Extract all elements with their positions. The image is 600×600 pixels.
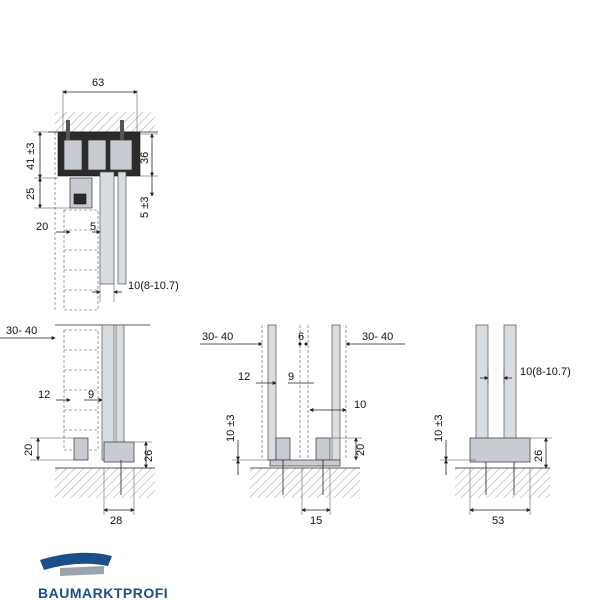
dim-glass-thickness-right: 10(8-10.7) [520, 366, 571, 378]
dim-26-left: 26 [143, 450, 155, 462]
ceiling-hatch [55, 112, 155, 132]
dim-20: 20 [36, 221, 48, 233]
left-floor-view: 30- 40 12 9 20 26 28 [0, 324, 155, 527]
floor-guide-mid-a [275, 437, 291, 461]
dim-20-left: 20 [23, 444, 35, 456]
floor-rail-right [469, 437, 531, 463]
dim-5-tol: 5 ±3 [139, 197, 151, 218]
dim-10-tol-right: 10 ±3 [433, 415, 445, 442]
logo-text: BAUMARKTPROFI [38, 585, 168, 600]
dim-glass-thickness-top: 10(8-10.7) [128, 280, 179, 292]
floor-hatch-mid [250, 468, 360, 498]
dim-wall-gap-mid-left: 30- 40 [202, 331, 233, 343]
dim-wall-gap-left: 30- 40 [6, 325, 37, 337]
dim-53: 53 [492, 515, 504, 527]
floor-hatch-right [455, 468, 550, 498]
dim-28: 28 [110, 515, 122, 527]
dim-6-mid: 6 [298, 331, 304, 343]
dim-15: 15 [310, 515, 322, 527]
glass-panel-2 [117, 171, 127, 285]
dim-41: 41 ±3 [25, 143, 37, 170]
brand-logo: BAUMARKTPROFI [38, 552, 168, 600]
dim-9-left: 9 [88, 389, 94, 401]
dim-36: 36 [139, 152, 151, 164]
glass-panel-left-a [101, 324, 115, 461]
floor-rail-left [103, 441, 135, 463]
floor-guide-left [73, 437, 89, 461]
dim-25: 25 [25, 188, 37, 200]
floor-guide-mid-b [315, 437, 331, 461]
dim-9-mid: 9 [288, 371, 294, 383]
glass-panel-1 [99, 171, 115, 285]
dim-10-tol-mid: 10 ±3 [225, 415, 237, 442]
dim-10-mid: 10 [354, 399, 366, 411]
dim-wall-gap-mid-right: 30- 40 [362, 331, 393, 343]
floor-hatch-left [55, 468, 155, 498]
top-section-view: 63 41 ±3 25 36 5 ±3 20 5 10(8-10.7) [25, 77, 179, 311]
middle-floor-view: 30- 40 6 30- 40 12 9 10 10 ±3 20 15 [200, 324, 405, 527]
glass-panel-left-b [115, 324, 125, 461]
dim-20-mid: 20 [355, 444, 367, 456]
dim-12-left: 12 [38, 389, 50, 401]
dim-12-mid: 12 [238, 371, 250, 383]
right-floor-view: 10(8-10.7) 10 ±3 26 53 [433, 324, 571, 527]
dim-26-right: 26 [533, 450, 545, 462]
dim-5: 5 [90, 221, 96, 233]
dim-63: 63 [92, 77, 104, 89]
logo-swoosh-icon [40, 552, 112, 570]
